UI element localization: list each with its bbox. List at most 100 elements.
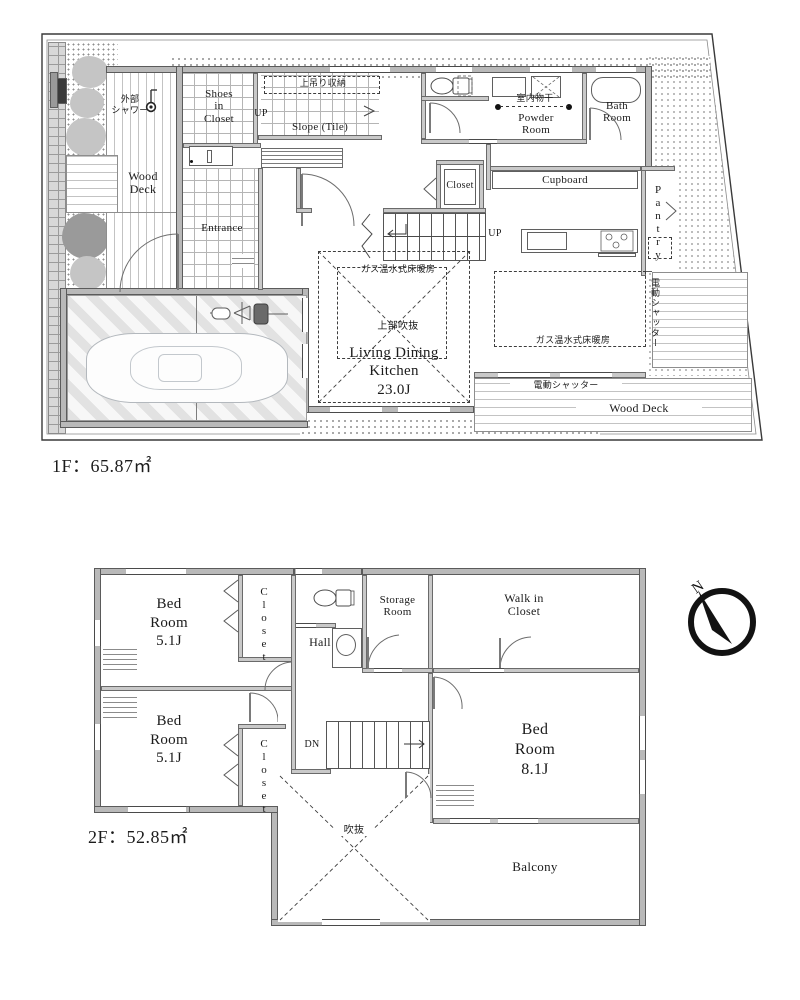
entrance-floor xyxy=(183,168,261,288)
dn-label: DN xyxy=(304,739,320,750)
tree-icon xyxy=(70,88,104,118)
house-wall-garage-left xyxy=(60,288,67,428)
window-1f-c xyxy=(530,66,572,73)
bed-room-bottom-label: Bed Room 5.1J xyxy=(150,713,188,767)
vanity-basin-icon xyxy=(492,77,526,97)
window-1f-j xyxy=(302,344,309,378)
window-1f-e xyxy=(330,406,382,413)
floor-heating-left-zone xyxy=(337,267,447,359)
f2-wall-left-seg xyxy=(189,806,278,813)
balcony-door-icon[interactable] xyxy=(404,770,432,800)
balcony xyxy=(433,824,639,919)
up-label-1: UP xyxy=(254,108,268,119)
washer-cross-icon xyxy=(532,76,560,98)
window-1f-h xyxy=(560,372,612,378)
closet-bottom-label: Closet xyxy=(258,738,270,816)
laundry-rail-dot-right xyxy=(566,104,572,110)
void-cross-icon xyxy=(318,251,471,404)
electric-shutter-vertical-label: 電動シャッター xyxy=(649,278,659,348)
corridor-door-icon[interactable] xyxy=(300,172,356,228)
closet-bottom-door-icon[interactable] xyxy=(222,732,240,792)
window-2f-g xyxy=(639,716,646,750)
corridor-1f xyxy=(263,168,383,288)
f2-wall-stairs-bottom xyxy=(291,769,331,774)
f2-radiator-main xyxy=(436,782,474,810)
stairs-handrail xyxy=(383,236,486,237)
pantry-door-icon[interactable] xyxy=(664,200,678,222)
house-wall-left-lower xyxy=(60,288,308,295)
cupboard-unit-icon xyxy=(492,171,638,189)
window-1f-g xyxy=(498,372,550,378)
entrance-door-icon[interactable] xyxy=(118,232,182,294)
shoes-in-closet-label: Shoes in Closet xyxy=(204,88,234,125)
overhead-storage-outline xyxy=(264,76,380,94)
kitchen-sink-icon xyxy=(527,232,567,250)
floor-2-area-label: 2F：52.85㎡ xyxy=(88,827,189,847)
post-dot xyxy=(190,160,193,163)
floor-1-area-label: 1F：65.87㎡ xyxy=(52,456,153,476)
void-2f xyxy=(278,774,430,922)
window-2f-j xyxy=(94,724,101,750)
indoor-laundry-label: 室内物干 xyxy=(516,94,554,104)
wic-door-icon[interactable] xyxy=(498,634,532,670)
closet-top-door-icon[interactable] xyxy=(222,578,240,638)
window-1f-d xyxy=(596,66,636,73)
toilet-icon xyxy=(430,75,473,97)
window-2f-l xyxy=(470,668,504,673)
wall-closet-right xyxy=(479,160,484,212)
stairs-direction-arrow xyxy=(387,224,407,238)
f2-radiator-bottom xyxy=(103,696,137,722)
stairs-direction-arrow-2f xyxy=(404,739,425,749)
window-1f-a xyxy=(330,66,390,73)
window-2f-d xyxy=(322,919,380,926)
tree-icon xyxy=(66,118,106,156)
up-label-2: UP xyxy=(488,228,502,239)
stairs-break-icon xyxy=(361,213,373,259)
void-above-outline xyxy=(318,251,470,403)
shower-head-icon xyxy=(145,89,157,113)
storage-door-icon[interactable] xyxy=(366,633,400,671)
wall-slope-bottom xyxy=(258,135,382,140)
void-label-2f: 吹抜 xyxy=(334,825,374,837)
closet-top-2f xyxy=(243,575,285,657)
step-louver xyxy=(261,148,343,168)
wall-corridor-left xyxy=(296,168,301,212)
wall-entrance-right xyxy=(258,168,263,290)
shoes-in-closet-floor xyxy=(183,73,255,145)
wood-deck-left-label: Wood Deck xyxy=(128,169,158,197)
cupboard-label: Cupboard xyxy=(542,174,588,186)
sink-icon xyxy=(336,634,356,656)
car-window-icon xyxy=(158,354,202,382)
slope-arrow-icon xyxy=(363,105,376,117)
bath-door-icon[interactable] xyxy=(588,106,622,142)
closet-door-icon[interactable] xyxy=(422,176,438,202)
f2-wall-wic-bottom xyxy=(433,668,639,673)
wall-toilet-bottom xyxy=(421,96,489,101)
bedbot-door-icon[interactable] xyxy=(248,691,278,725)
f2-wall-top-left xyxy=(94,568,294,575)
powder-room-label: Powder Room xyxy=(518,112,554,137)
floor-heating-right-label: ガス温水式床暖房 xyxy=(535,336,611,346)
floor-1-plan: 外部 シャワー Wood Deck Shoes in Closet 上吊り収納 … xyxy=(41,33,763,476)
ldk-label: Living Dining Kitchen 23.0J xyxy=(349,345,439,398)
window-2f-b xyxy=(296,568,322,575)
toilet-icon xyxy=(313,589,355,607)
slope-tile-floor xyxy=(261,73,379,135)
window-2f-i xyxy=(94,620,101,646)
f2-wall-closetbot-top xyxy=(238,724,286,729)
compass-rose-icon: N xyxy=(688,578,756,656)
bed-room-main-label: Bed Room 8.1J xyxy=(514,721,556,778)
void-above-label: 上部吹抜 xyxy=(377,321,419,332)
wall-pantry-top xyxy=(641,166,675,171)
closet-top-label: Closet xyxy=(258,586,270,664)
wall-stairs-top xyxy=(383,208,486,213)
bathtub-icon xyxy=(591,77,641,103)
toilet-door-icon[interactable] xyxy=(428,101,462,135)
window-2f-k xyxy=(296,623,316,628)
car-icon xyxy=(86,333,288,403)
balcony-label: Balcony xyxy=(512,859,558,874)
window-2f-m xyxy=(374,668,402,673)
bedmain-door-icon[interactable] xyxy=(432,675,464,711)
storage-room-label: Storage Room xyxy=(379,594,416,619)
